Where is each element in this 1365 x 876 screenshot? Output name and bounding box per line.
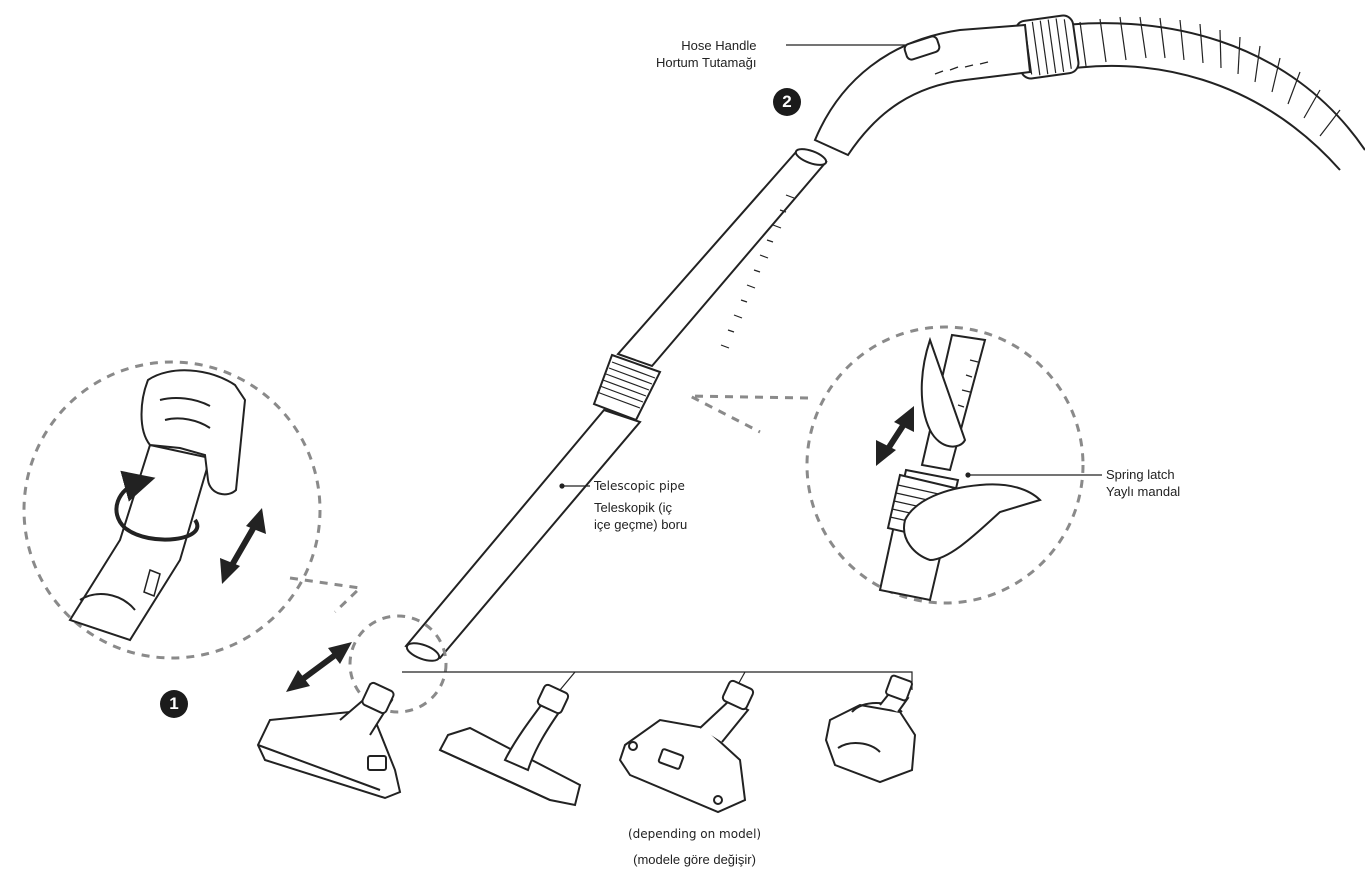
parquet-brush-icon bbox=[438, 683, 582, 807]
spring-latch-detail bbox=[689, 325, 1085, 605]
rotate-coupling-detail bbox=[22, 360, 364, 660]
hose-icon bbox=[1014, 14, 1365, 171]
nozzle-connection-detail bbox=[286, 614, 448, 714]
floor-nozzle-icon bbox=[256, 681, 402, 800]
double-arrow-icon bbox=[286, 642, 352, 692]
rotate-arrow-icon bbox=[114, 470, 200, 542]
step-2-badge: 2 bbox=[773, 88, 801, 116]
model-note: (depending on model) (modele göre değişi… bbox=[628, 827, 762, 867]
hand-icon bbox=[903, 336, 1042, 562]
telescopic-pipe-label: Telescopic pipe Teleskopik (iç içe geçme… bbox=[594, 479, 688, 532]
telescopic-pipe-icon bbox=[404, 148, 828, 662]
hose-handle-icon bbox=[813, 23, 1032, 157]
double-arrow-icon bbox=[876, 406, 914, 466]
double-arrow-icon bbox=[220, 508, 266, 584]
mini-turbo-brush-icon bbox=[824, 674, 917, 784]
step-1-badge: 1 bbox=[160, 690, 188, 718]
hand-icon bbox=[140, 369, 247, 496]
spring-latch-label: Spring latch Yaylı mandal bbox=[1106, 467, 1181, 499]
hose-handle-label: Hose Handle Hortum Tutamağı bbox=[656, 38, 757, 70]
turbo-brush-icon bbox=[618, 679, 755, 814]
